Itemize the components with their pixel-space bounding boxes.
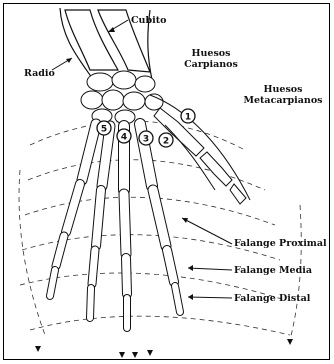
label-falange-proximal: Falange Proximal — [234, 238, 327, 249]
finger-number-5: 5 — [101, 125, 107, 135]
finger-2-bone-2 — [96, 190, 101, 246]
finger-4-bone-2 — [153, 190, 166, 246]
proximal-leader — [182, 218, 232, 244]
label-huesos-metacarpianos-line1: Huesos — [240, 84, 326, 95]
label-huesos-carpianos-line2: Carpianos — [178, 59, 244, 70]
fingertip-arrows — [35, 339, 293, 358]
finger-3-bone-2 — [124, 194, 126, 254]
carpal-bones — [81, 71, 163, 124]
label-cubito: Cubito — [131, 15, 166, 26]
label-radio: Radio — [24, 68, 55, 79]
finger-number-3: 3 — [143, 135, 149, 145]
finger-2-bone-3 — [92, 250, 95, 284]
finger-2-bone-4 — [90, 288, 91, 318]
finger-number-4: 4 — [121, 133, 127, 143]
thumb-bones — [150, 95, 250, 204]
label-huesos-metacarpianos: Huesos Metacarpianos — [240, 84, 326, 106]
label-huesos-carpianos: Huesos Carpianos — [178, 48, 244, 70]
finger-number-2: 2 — [163, 137, 169, 147]
label-falange-distal: Falange Distal — [234, 293, 310, 304]
finger-1-bone-3 — [56, 236, 64, 266]
label-falange-media: Falange Media — [234, 265, 312, 276]
finger-bones — [50, 124, 180, 328]
media-leader — [188, 268, 232, 270]
distal-leader — [188, 297, 232, 298]
finger-number-1: 1 — [185, 113, 191, 123]
finger-3-bone-3 — [126, 258, 127, 294]
label-huesos-carpianos-line1: Huesos — [178, 48, 244, 59]
label-huesos-metacarpianos-line2: Metacarpianos — [240, 95, 326, 106]
